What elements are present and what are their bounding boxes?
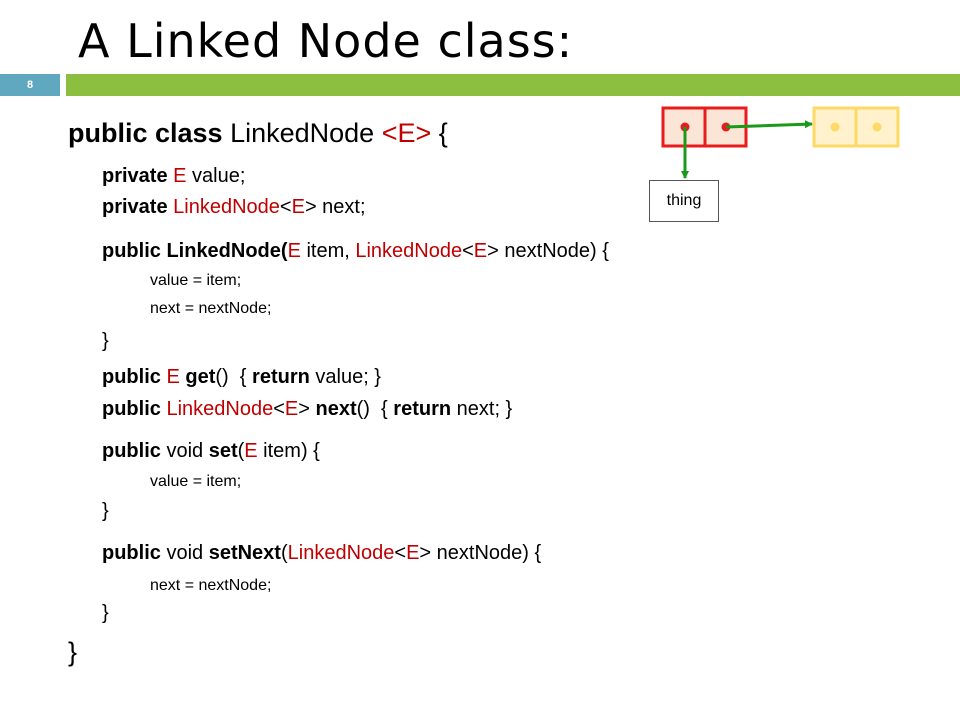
next-pointer-arrow <box>725 120 813 129</box>
closing-brace: } <box>102 330 109 352</box>
field-text: value; <box>186 165 246 187</box>
type-param: E <box>473 240 488 262</box>
method-name: setNext <box>208 542 281 564</box>
keyword: private <box>102 165 168 187</box>
field-text: next; <box>316 196 366 218</box>
set-next-body-line: next = nextNode; <box>150 577 272 594</box>
type: E <box>160 366 180 388</box>
angle-open: < <box>462 240 474 262</box>
class-name: LinkedNode <box>222 118 382 148</box>
paren: ( <box>280 542 288 564</box>
method-set: public void set(E item) { <box>102 440 320 463</box>
method-text: value; } <box>309 366 381 388</box>
closing-brace: } <box>102 500 109 522</box>
keyword: public class <box>68 118 223 148</box>
closing-brace: } <box>102 602 109 624</box>
brace: { <box>431 118 448 148</box>
method-text: nextNode) { <box>431 542 542 564</box>
thing-label: thing <box>649 180 719 222</box>
method-text: item) { <box>257 440 320 462</box>
void-keyword: void <box>160 440 209 462</box>
type-param: E <box>291 196 305 218</box>
set-body-line: value = item; <box>150 473 242 490</box>
method-name: set <box>208 440 238 462</box>
accent-bar <box>66 74 960 96</box>
param-text: nextNode) { <box>498 240 609 262</box>
keyword: return <box>393 398 452 420</box>
next-node-dot <box>872 122 882 132</box>
constructor-body-line: value = item; <box>150 272 242 289</box>
constructor-signature: public LinkedNode(E item, LinkedNode<E> … <box>102 240 609 263</box>
method-get: public E get() { return value; } <box>102 366 381 389</box>
type-param: E <box>284 398 299 420</box>
type: LinkedNode <box>287 542 395 564</box>
keyword: public <box>102 542 161 564</box>
class-declaration: public class LinkedNode <E> { <box>68 118 448 149</box>
type: E <box>167 165 187 187</box>
constructor-name: LinkedNode( <box>160 240 288 262</box>
field-next: private LinkedNode<E> next; <box>102 196 366 219</box>
type-parameter: <E> <box>381 118 432 148</box>
keyword: public <box>102 440 161 462</box>
type: E <box>244 440 258 462</box>
type: E <box>287 240 301 262</box>
param-text: item, <box>300 240 356 262</box>
method-next: public LinkedNode<E> next() { return nex… <box>102 398 512 421</box>
keyword: return <box>252 366 310 388</box>
method-set-next: public void setNext(LinkedNode<E> nextNo… <box>102 542 541 565</box>
keyword: public <box>102 240 161 262</box>
method-text: next; } <box>451 398 513 420</box>
keyword: public <box>102 366 161 388</box>
type: LinkedNode <box>160 398 274 420</box>
angle-close: > <box>298 398 310 420</box>
slide-number: 8 <box>0 74 60 96</box>
angle-close: > <box>419 542 432 564</box>
keyword: private <box>102 196 168 218</box>
angle-open: < <box>394 542 407 564</box>
paren: ( <box>237 440 245 462</box>
type-param: E <box>406 542 420 564</box>
field-value: private E value; <box>102 165 245 188</box>
method-name: next <box>309 398 357 420</box>
class-closing-brace: } <box>68 637 78 667</box>
angle-open: < <box>279 196 292 218</box>
keyword: public <box>102 398 161 420</box>
method-name: get <box>179 366 216 388</box>
slide-title: A Linked Node class: <box>78 14 574 68</box>
type: LinkedNode <box>167 196 280 218</box>
constructor-body-line: next = nextNode; <box>150 300 272 317</box>
method-text: () { <box>356 398 394 420</box>
type: LinkedNode <box>355 240 463 262</box>
angle-open: < <box>273 398 285 420</box>
void-keyword: void <box>160 542 209 564</box>
next-node-dot <box>830 122 840 132</box>
angle-close: > <box>304 196 317 218</box>
method-text: () { <box>215 366 253 388</box>
angle-close: > <box>487 240 499 262</box>
